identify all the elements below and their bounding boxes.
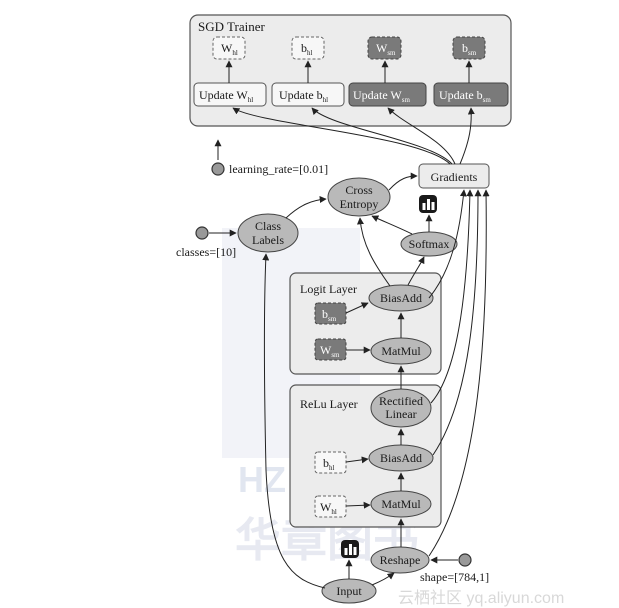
relu-weight-box: Whl bbox=[314, 495, 347, 518]
svg-text:bsm: bsm bbox=[322, 307, 337, 323]
reshape-node: Reshape bbox=[370, 546, 430, 574]
graph-edges bbox=[209, 107, 490, 589]
watermark-url-text: 云栖社区 yq.aliyun.com bbox=[398, 589, 564, 607]
svg-text:Wsm: Wsm bbox=[320, 343, 340, 359]
param-box-b-hl: bhl bbox=[291, 36, 325, 60]
svg-text:Rectified: Rectified bbox=[379, 394, 423, 408]
update-to-param-arrows bbox=[225, 60, 473, 83]
relu-layer-title: ReLu Layer bbox=[300, 397, 358, 411]
param-box-w-sm: Wsm bbox=[367, 36, 402, 60]
svg-text:Update Whl: Update Whl bbox=[199, 88, 253, 104]
logit-weight-box: Wsm bbox=[314, 338, 347, 361]
svg-text:MatMul: MatMul bbox=[381, 344, 421, 358]
update-b-hl-node: Update bhl bbox=[271, 82, 345, 107]
svg-text:Update Wsm: Update Wsm bbox=[353, 88, 410, 104]
learning-rate-constant: learning_rate=[0.01] bbox=[211, 162, 328, 176]
sgd-trainer-title: SGD Trainer bbox=[198, 19, 265, 34]
relu-matmul-node: MatMul bbox=[370, 490, 432, 518]
cross-entropy-node: Cross Entropy bbox=[327, 177, 391, 217]
svg-text:Update bsm: Update bsm bbox=[439, 88, 491, 104]
svg-text:Gradients: Gradients bbox=[431, 170, 478, 184]
softmax-summary-chart-icon bbox=[419, 195, 437, 213]
svg-text:Entropy: Entropy bbox=[340, 197, 379, 211]
svg-text:Whl: Whl bbox=[320, 500, 337, 516]
svg-text:bhl: bhl bbox=[323, 456, 335, 472]
svg-text:Reshape: Reshape bbox=[380, 553, 421, 567]
svg-text:Cross: Cross bbox=[345, 183, 373, 197]
svg-text:MatMul: MatMul bbox=[381, 497, 421, 511]
svg-text:Wsm: Wsm bbox=[376, 41, 396, 57]
svg-text:bsm: bsm bbox=[462, 41, 477, 57]
svg-text:Softmax: Softmax bbox=[409, 237, 450, 251]
svg-text:Update bhl: Update bhl bbox=[279, 88, 328, 104]
relu-layer-panel: ReLu Layer Rectified Linear bhl Whl Bias… bbox=[289, 384, 442, 528]
svg-text:Input: Input bbox=[336, 584, 362, 598]
update-b-sm-node: Update bsm bbox=[433, 82, 509, 107]
classes-constant: classes=[10] bbox=[176, 226, 236, 259]
svg-text:BiasAdd: BiasAdd bbox=[380, 451, 422, 465]
logit-bias-box: bsm bbox=[314, 302, 347, 325]
logit-layer-title: Logit Layer bbox=[300, 282, 357, 296]
softmax-node: Softmax bbox=[400, 231, 458, 257]
param-box-w-hl: Whl bbox=[212, 36, 246, 60]
logit-biasadd-node: BiasAdd bbox=[368, 284, 434, 312]
learning-rate-label: learning_rate=[0.01] bbox=[229, 162, 328, 176]
shape-label: shape=[784,1] bbox=[420, 570, 489, 584]
param-box-b-sm: bsm bbox=[452, 36, 486, 60]
svg-text:BiasAdd: BiasAdd bbox=[380, 291, 422, 305]
input-summary-chart-icon bbox=[341, 540, 359, 558]
svg-text:Labels: Labels bbox=[252, 233, 284, 247]
input-node: Input bbox=[321, 578, 377, 604]
logit-matmul-node: MatMul bbox=[370, 337, 432, 365]
shape-constant: shape=[784,1] bbox=[420, 553, 489, 584]
sgd-trainer-panel: SGD Trainer Whl bhl Wsm bsm Update Whl U… bbox=[189, 14, 512, 127]
logit-layer-panel: Logit Layer bsm Wsm BiasAdd MatMul bbox=[289, 272, 442, 375]
class-labels-node: Class Labels bbox=[237, 213, 299, 253]
svg-text:Class: Class bbox=[255, 219, 281, 233]
relu-rectified-node: Rectified Linear bbox=[370, 388, 432, 428]
update-w-sm-node: Update Wsm bbox=[348, 82, 427, 107]
classes-label: classes=[10] bbox=[176, 245, 236, 259]
relu-bias-box: bhl bbox=[314, 451, 347, 474]
relu-biasadd-node: BiasAdd bbox=[368, 444, 434, 472]
gradients-node: Gradients bbox=[418, 163, 490, 189]
update-w-hl-node: Update Whl bbox=[193, 82, 267, 107]
svg-text:Whl: Whl bbox=[221, 41, 238, 57]
svg-text:Linear: Linear bbox=[385, 407, 416, 421]
svg-text:bhl: bhl bbox=[301, 41, 313, 57]
